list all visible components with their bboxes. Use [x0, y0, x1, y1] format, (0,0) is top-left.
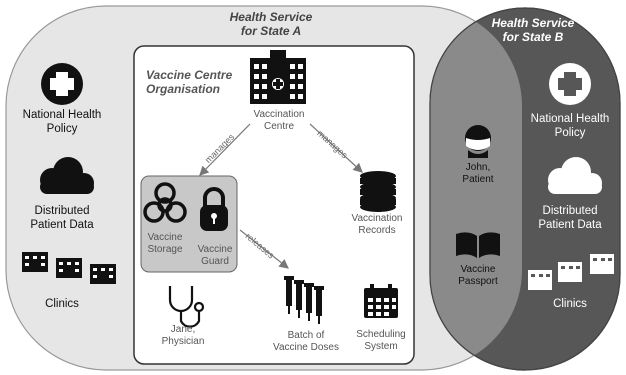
physician-label: Jane, Physician — [161, 324, 205, 347]
state-b-policy-label: National Health Policy — [530, 113, 610, 139]
stethoscope-icon — [168, 286, 205, 328]
vaccine-guard-label: Vaccine Guard — [197, 244, 233, 267]
passport-label: Vaccine Passport — [458, 264, 498, 287]
vaccine-storage-label: Vaccine Storage — [147, 232, 183, 255]
cloud-icon — [40, 157, 94, 194]
batch-label: Batch of Vaccine Doses — [273, 330, 339, 353]
database-stack-icon — [360, 171, 396, 212]
state-b-data-label: Distributed Patient Data — [538, 205, 602, 231]
biohazard-icon — [143, 182, 187, 223]
health-cross-icon — [41, 63, 83, 105]
releases-arrow — [239, 229, 289, 269]
state-a-title: Health Service for State A — [229, 10, 313, 38]
clinic-building-icon — [22, 252, 116, 284]
passport-book-icon — [456, 232, 500, 258]
patient-mask-icon — [465, 125, 491, 158]
state-a-clinics-label: Clinics — [45, 298, 79, 310]
manages-left-arrow — [199, 123, 251, 176]
cloud-icon-b — [548, 157, 602, 194]
manages-right-arrow — [309, 123, 363, 173]
vaccination-records-label: Vaccination Records — [351, 213, 403, 236]
clinic-building-icon-b — [528, 254, 614, 290]
health-cross-icon-b — [549, 63, 591, 105]
padlock-icon — [200, 187, 228, 231]
centre-org-title: Vaccine Centre Organisation — [146, 68, 233, 96]
state-a-data-label: Distributed Patient Data — [30, 205, 94, 231]
centre-org-box — [133, 45, 415, 365]
patient-label: John, Patient — [462, 162, 494, 185]
vaccination-centre-building-icon — [250, 50, 306, 104]
calendar-icon — [364, 284, 398, 318]
state-b-title: Health Service for State B — [491, 16, 575, 44]
state-a-policy-label: National Health Policy — [22, 109, 102, 135]
state-b-clinics-label: Clinics — [553, 298, 587, 310]
vaccination-centre-label: Vaccination Centre — [253, 109, 305, 132]
scheduling-label: Scheduling System — [356, 329, 406, 352]
syringe-batch-icon — [284, 276, 324, 324]
